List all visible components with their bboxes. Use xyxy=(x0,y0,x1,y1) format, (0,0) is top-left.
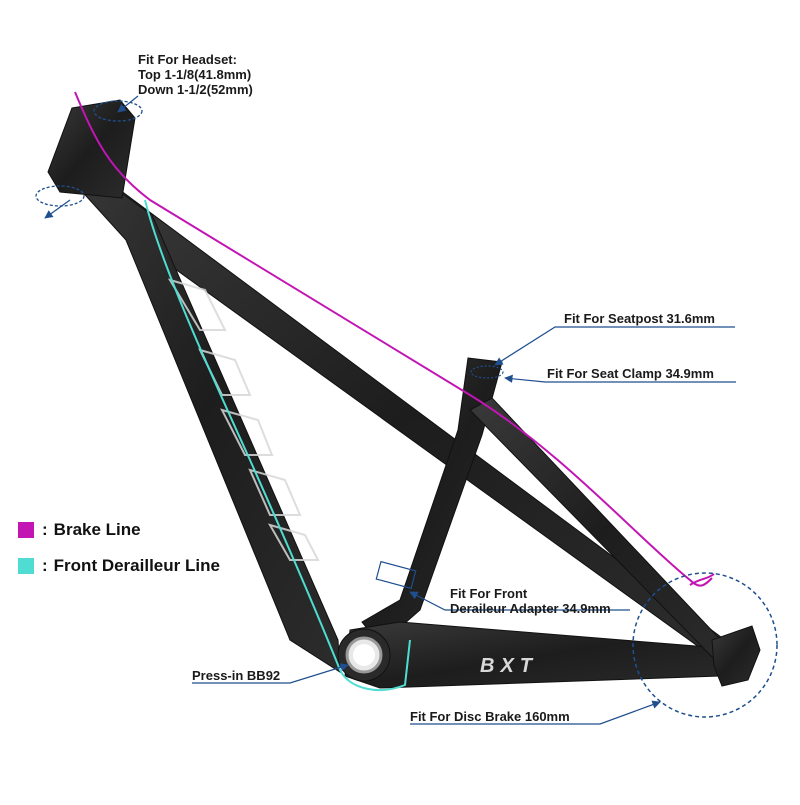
derailleur-callout-line2: Deraileur Adapter 34.9mm xyxy=(450,601,611,616)
rear-dropout xyxy=(711,625,761,687)
derailleur-line-swatch-icon xyxy=(18,558,34,574)
legend-separator: : xyxy=(42,556,48,575)
derailleur-callout-line1: Fit For Front xyxy=(450,586,528,601)
headset-bottom-ellipse xyxy=(35,185,85,207)
legend-derailleur-line: : Front Derailleur Line xyxy=(18,556,220,576)
headset-callout-top: Top 1-1/8(41.8mm) xyxy=(138,67,252,82)
derailleur-line xyxy=(144,199,411,691)
bb-callout: Press-in BB92 xyxy=(192,668,281,683)
seat-clamp-leader xyxy=(504,374,736,383)
disc-brake-leader xyxy=(410,700,661,725)
chainstay-logo: BXT xyxy=(480,655,538,677)
seat-clamp-ring xyxy=(470,365,504,379)
bb-leader xyxy=(192,663,349,684)
seatpost-leader xyxy=(494,326,735,366)
frame-tubes xyxy=(47,99,761,689)
disc-brake-callout: Fit For Disc Brake 160mm xyxy=(410,709,570,724)
legend-label: Front Derailleur Line xyxy=(53,556,220,575)
headset-bottom-arrow xyxy=(44,199,71,219)
derailleur-leader xyxy=(409,591,630,611)
seatpost-callout: Fit For Seatpost 31.6mm xyxy=(564,311,715,326)
legend-brake-line: : Brake Line xyxy=(18,520,141,540)
disc-brake-dashed-circle xyxy=(632,572,778,718)
seat-clamp-callout: Fit For Seat Clamp 34.9mm xyxy=(547,366,714,381)
head-tube xyxy=(47,99,136,199)
headset-callout-down: Down 1-1/2(52mm) xyxy=(138,82,253,97)
legend-separator: : xyxy=(42,520,48,539)
down-tube xyxy=(57,164,341,673)
seatstay xyxy=(469,397,736,666)
callout-leaders xyxy=(44,95,736,725)
headset-callout: Fit For Headset: Top 1-1/8(41.8mm) Down … xyxy=(138,52,253,97)
headset-top-ellipse xyxy=(93,100,143,122)
bottom-bracket xyxy=(337,628,391,682)
derailleur-band xyxy=(375,560,417,590)
brake-line-swatch-icon xyxy=(18,522,34,538)
headset-callout-title: Fit For Headset: xyxy=(138,52,237,67)
brake-line xyxy=(74,91,713,587)
legend-label: Brake Line xyxy=(53,520,141,539)
headset-leader xyxy=(117,95,139,113)
brake-line-tail xyxy=(689,573,715,586)
derailleur-callout: Fit For Front Deraileur Adapter 34.9mm xyxy=(450,586,611,616)
